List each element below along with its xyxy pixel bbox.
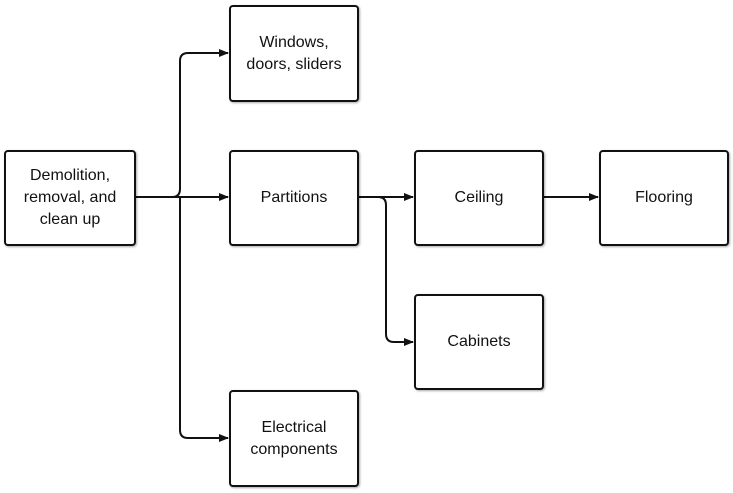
edge-partitions-cabinets [377, 196, 414, 346]
node-demolition: Demolition, removal, and clean up [4, 150, 136, 246]
node-flooring: Flooring [599, 150, 729, 246]
edge-demolition-electrical [179, 197, 229, 442]
node-cabinets-label: Cabinets [447, 333, 511, 350]
node-electrical: Electrical components [229, 390, 359, 487]
node-demolition-label: Demolition, removal, and clean up [23, 167, 117, 228]
node-ceiling-label: Ceiling [454, 189, 504, 206]
node-ceiling: Ceiling [414, 150, 544, 246]
node-electrical-label: Electrical components [250, 418, 338, 458]
edge-demolition-windows [135, 49, 229, 198]
node-windows-label: Windows, doors, sliders [246, 33, 342, 73]
node-flooring-label: Flooring [635, 189, 693, 206]
node-windows: Windows, doors, sliders [229, 5, 359, 102]
node-partitions: Partitions [229, 150, 359, 246]
node-partitions-label: Partitions [260, 189, 328, 206]
node-cabinets: Cabinets [414, 294, 544, 390]
